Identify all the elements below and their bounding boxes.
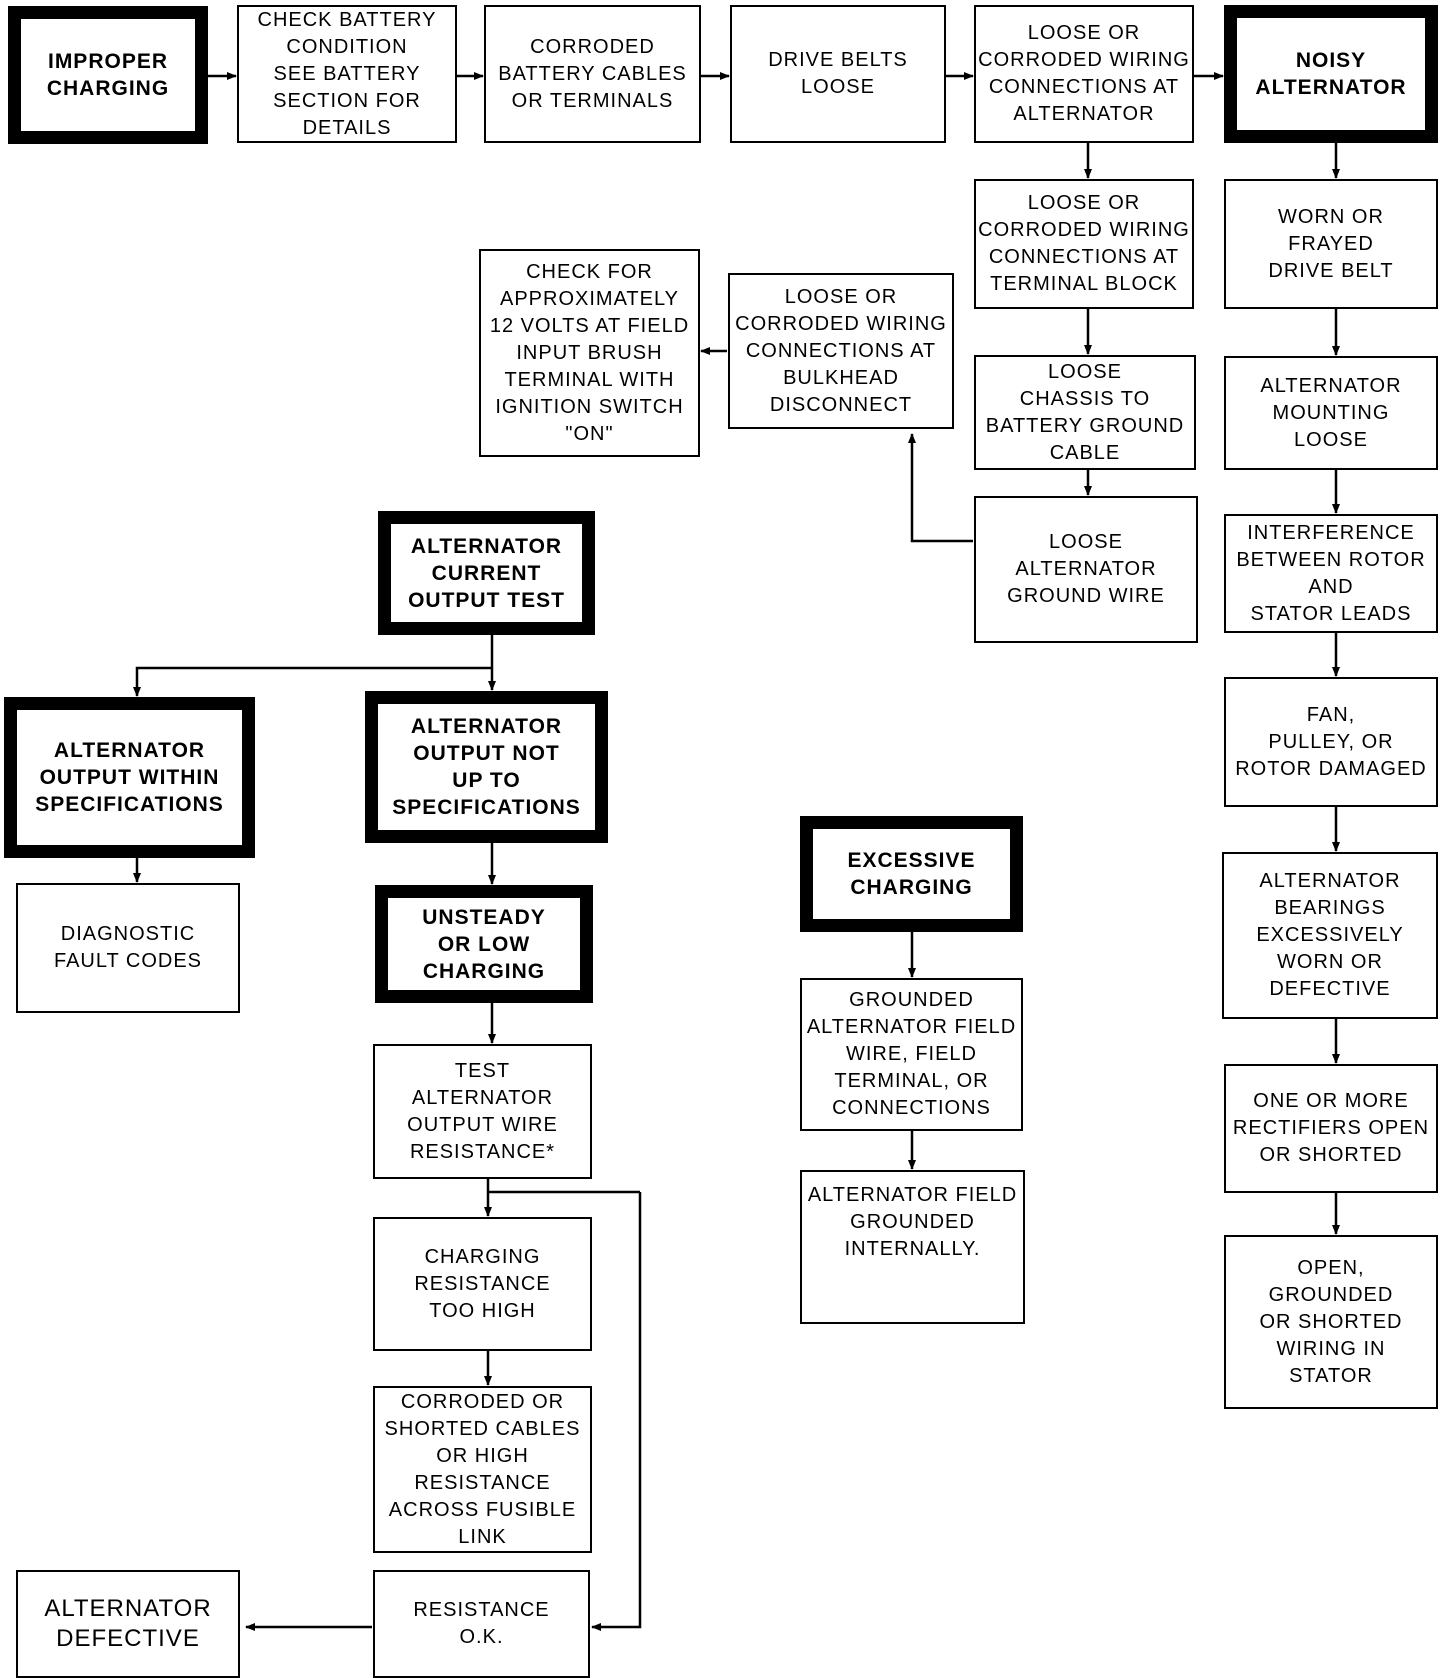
fan-pulley-rotor-node: FAN, PULLEY, OR ROTOR DAMAGED	[1224, 677, 1438, 807]
resistance-ok-node: RESISTANCE O.K.	[373, 1570, 590, 1678]
check-battery-condition-node: CHECK BATTERY CONDITION SEE BATTERY SECT…	[237, 5, 457, 143]
loose-chassis-ground-node: LOOSE CHASSIS TO BATTERY GROUND CABLE	[974, 355, 1196, 470]
corroded-shorted-cables-node: CORRODED OR SHORTED CABLES OR HIGH RESIS…	[373, 1386, 592, 1553]
test-output-wire-resistance-label: TEST ALTERNATOR OUTPUT WIRE RESISTANCE*	[407, 1059, 558, 1163]
resistance-ok-label: RESISTANCE O.K.	[413, 1599, 550, 1648]
excessive-charging-label: EXCESSIVE CHARGING	[847, 849, 976, 899]
bearings-worn-node: ALTERNATOR BEARINGS EXCESSIVELY WORN OR …	[1222, 852, 1438, 1019]
alternator-defective-node: ALTERNATOR DEFECTIVE	[16, 1570, 240, 1678]
output-within-specs-node: ALTERNATOR OUTPUT WITHIN SPECIFICATIONS	[4, 697, 255, 858]
arrow-bypass-to-resistance-ok	[591, 1192, 642, 1631]
improper-charging-label: IMPROPER CHARGING	[46, 50, 170, 100]
stator-wiring-node: OPEN, GROUNDED OR SHORTED WIRING IN STAT…	[1224, 1235, 1438, 1409]
loose-wiring-alternator-node: LOOSE OR CORRODED WIRING CONNECTIONS AT …	[974, 5, 1194, 143]
output-not-up-to-specs-label: ALTERNATOR OUTPUT NOT UP TO SPECIFICATIO…	[392, 715, 581, 819]
rectifiers-open-shorted-label: ONE OR MORE RECTIFIERS OPEN OR SHORTED	[1232, 1090, 1430, 1166]
alternator-mounting-loose-label: ALTERNATOR MOUNTING LOOSE	[1260, 374, 1402, 451]
interference-rotor-stator-label: INTERFERENCE BETWEEN ROTOR AND STATOR LE…	[1236, 521, 1426, 625]
corroded-battery-cables-node: CORRODED BATTERY CABLES OR TERMINALS	[484, 5, 701, 143]
check-battery-condition-label: CHECK BATTERY CONDITION SEE BATTERY SECT…	[257, 8, 437, 139]
worn-drive-belt-label: WORN OR FRAYED DRIVE BELT	[1268, 205, 1394, 282]
charging-resistance-high-label: CHARGING RESISTANCE TOO HIGH	[414, 1245, 551, 1322]
charging-resistance-high-node: CHARGING RESISTANCE TOO HIGH	[373, 1217, 592, 1351]
alternator-mounting-loose-node: ALTERNATOR MOUNTING LOOSE	[1224, 356, 1438, 470]
arrow-test-to-within-specs	[133, 666, 492, 697]
check-12-volts-node: CHECK FOR APPROXIMATELY 12 VOLTS AT FIEL…	[479, 249, 700, 457]
output-within-specs-label: ALTERNATOR OUTPUT WITHIN SPECIFICATIONS	[35, 739, 224, 816]
output-not-up-to-specs-node: ALTERNATOR OUTPUT NOT UP TO SPECIFICATIO…	[365, 691, 608, 843]
arrow-ground-wire-to-bulkhead	[908, 433, 973, 543]
test-output-wire-resistance-node: TEST ALTERNATOR OUTPUT WIRE RESISTANCE*	[373, 1044, 592, 1179]
loose-chassis-ground-label: LOOSE CHASSIS TO BATTERY GROUND CABLE	[985, 360, 1185, 464]
loose-wiring-bulkhead-node: LOOSE OR CORRODED WIRING CONNECTIONS AT …	[728, 273, 954, 429]
drive-belts-loose-label: DRIVE BELTS LOOSE	[768, 49, 908, 98]
worn-drive-belt-node: WORN OR FRAYED DRIVE BELT	[1224, 179, 1438, 309]
fan-pulley-rotor-label: FAN, PULLEY, OR ROTOR DAMAGED	[1235, 703, 1427, 780]
noisy-alternator-node: NOISY ALTERNATOR	[1224, 5, 1438, 143]
diagnostic-fault-codes-node: DIAGNOSTIC FAULT CODES	[16, 883, 240, 1013]
loose-wiring-alternator-label: LOOSE OR CORRODED WIRING CONNECTIONS AT …	[978, 22, 1190, 125]
bearings-worn-label: ALTERNATOR BEARINGS EXCESSIVELY WORN OR …	[1256, 870, 1404, 1000]
rectifiers-open-shorted-node: ONE OR MORE RECTIFIERS OPEN OR SHORTED	[1224, 1064, 1438, 1193]
loose-alternator-ground-label: LOOSE ALTERNATOR GROUND WIRE	[1007, 531, 1165, 607]
improper-charging-node: IMPROPER CHARGING	[8, 6, 208, 144]
drive-belts-loose-node: DRIVE BELTS LOOSE	[730, 5, 946, 143]
unsteady-low-charging-label: UNSTEADY OR LOW CHARGING	[422, 905, 546, 983]
grounded-field-wire-label: GROUNDED ALTERNATOR FIELD WIRE, FIELD TE…	[806, 989, 1017, 1119]
corroded-shorted-cables-label: CORRODED OR SHORTED CABLES OR HIGH RESIS…	[384, 1390, 581, 1548]
loose-wiring-terminal-block-label: LOOSE OR CORRODED WIRING CONNECTIONS AT …	[978, 192, 1190, 295]
stator-wiring-label: OPEN, GROUNDED OR SHORTED WIRING IN STAT…	[1259, 1256, 1403, 1387]
alternator-current-output-test-node: ALTERNATOR CURRENT OUTPUT TEST	[378, 511, 595, 635]
unsteady-low-charging-node: UNSTEADY OR LOW CHARGING	[375, 885, 593, 1003]
field-grounded-internally-node: ALTERNATOR FIELD GROUNDED INTERNALLY.	[800, 1170, 1025, 1324]
field-grounded-internally-label: ALTERNATOR FIELD GROUNDED INTERNALLY.	[807, 1184, 1018, 1260]
noisy-alternator-label: NOISY ALTERNATOR	[1255, 49, 1407, 99]
grounded-field-wire-node: GROUNDED ALTERNATOR FIELD WIRE, FIELD TE…	[800, 978, 1023, 1131]
excessive-charging-node: EXCESSIVE CHARGING	[800, 816, 1023, 932]
loose-wiring-bulkhead-label: LOOSE OR CORRODED WIRING CONNECTIONS AT …	[735, 285, 947, 416]
diagnostic-fault-codes-label: DIAGNOSTIC FAULT CODES	[53, 923, 203, 972]
loose-alternator-ground-node: LOOSE ALTERNATOR GROUND WIRE	[974, 496, 1198, 643]
interference-rotor-stator-node: INTERFERENCE BETWEEN ROTOR AND STATOR LE…	[1224, 514, 1438, 633]
alternator-defective-label: ALTERNATOR DEFECTIVE	[44, 1595, 212, 1652]
loose-wiring-terminal-block-node: LOOSE OR CORRODED WIRING CONNECTIONS AT …	[974, 179, 1194, 309]
alternator-current-output-test-label: ALTERNATOR CURRENT OUTPUT TEST	[408, 534, 565, 612]
corroded-battery-cables-label: CORRODED BATTERY CABLES OR TERMINALS	[498, 35, 687, 112]
check-12-volts-label: CHECK FOR APPROXIMATELY 12 VOLTS AT FIEL…	[489, 260, 690, 445]
